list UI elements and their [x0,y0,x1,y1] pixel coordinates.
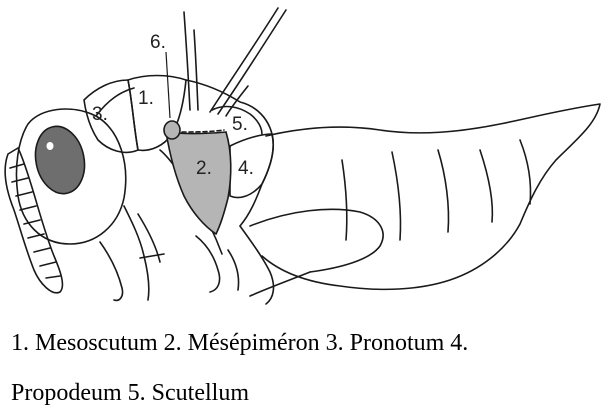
scutellum-dashed [182,130,224,132]
hindleg-tibia [250,272,310,296]
abdomen-outline [262,104,600,289]
label-4: 4. [238,158,254,179]
label-5: 5. [232,114,248,135]
spiracle-marker [164,121,180,139]
leg-segment-2 [228,250,239,290]
label-6-pointer [166,52,170,118]
antenna-left-inner [194,30,198,110]
abdomen-segment-2 [392,152,401,240]
foreleg [124,206,149,300]
abdomen-segment-5 [520,140,531,204]
abdomen-segment-1 [342,160,347,240]
caption-line-1: 1. Mesoscutum 2. Mésépiméron 3. Pronotum… [11,331,614,355]
eye-highlight [47,142,54,150]
label-6: 6. [150,32,166,53]
antenna-right-inner [218,10,286,114]
leg-segment-1 [196,236,220,292]
abdomen-segment-3 [438,150,449,232]
insect-drawing: 1. 2. 3. 4. 5. 6. [0,0,614,310]
insect-diagram: 1. 2. 3. 4. 5. 6. [0,0,614,310]
caption-line-2: Propodeum 5. Scutellum [11,381,614,405]
label-1: 1. [138,88,154,109]
compound-eye [29,122,90,198]
antenna-left [184,12,190,110]
midleg [100,242,123,300]
label-2: 2. [196,158,212,179]
label-3: 3. [92,104,108,125]
abdomen-segment-4 [480,150,492,222]
antenna-right [210,8,278,112]
mesepimeron-shaded [166,132,231,234]
